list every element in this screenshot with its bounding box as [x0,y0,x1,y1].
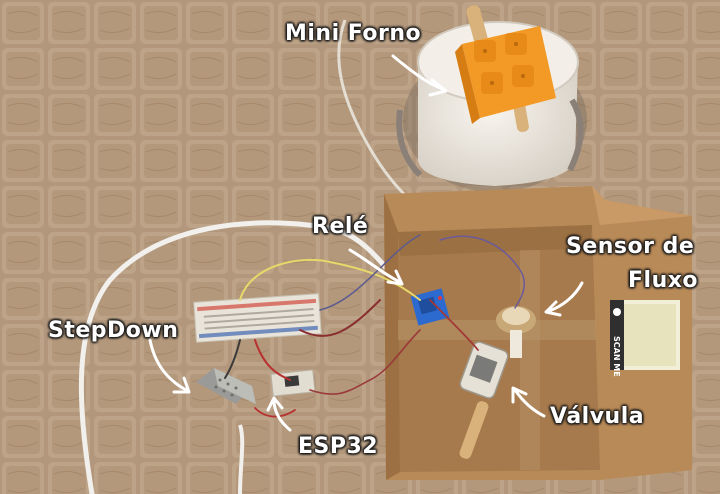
label-sensor-line2: Fluxo [628,268,699,293]
solenoid-valve [459,341,509,459]
sticker-scan-text: SCAN ME [612,336,621,377]
label-valvula: Válvula [550,404,645,429]
label-mini-forno: Mini Forno [285,21,422,46]
label-sensor-line1: Sensor de [566,234,695,259]
cardboard-box [384,186,692,480]
label-stepdown: StepDown [48,318,179,343]
qr-sticker [610,300,680,370]
label-esp32: ESP32 [298,434,379,459]
orange-cube [455,26,556,124]
silicone-tube [337,19,407,197]
mini-oven [396,5,587,192]
breadboard [193,293,322,343]
wires [224,234,525,418]
label-rele: Relé [312,214,369,239]
white-cable [78,220,403,494]
flow-sensor [496,306,536,358]
